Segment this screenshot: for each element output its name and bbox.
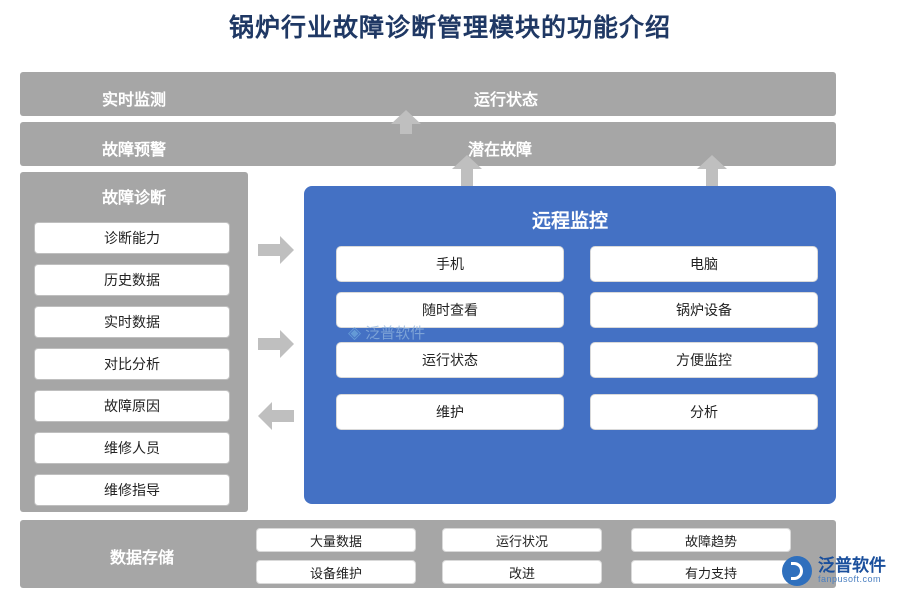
arrow-stem xyxy=(461,168,473,188)
left-item-realtime-data[interactable]: 实时数据 xyxy=(34,306,230,338)
arrow-left-remote-to-diagnosis xyxy=(258,402,294,430)
left-item-maintenance-staff[interactable]: 维修人员 xyxy=(34,432,230,464)
arrow-head-right-icon xyxy=(280,330,294,358)
bottom-item-equipment-maintenance[interactable]: 设备维护 xyxy=(256,560,416,584)
brand-logo-icon xyxy=(782,556,812,586)
blue-item-phone[interactable]: 手机 xyxy=(336,246,564,282)
page-title: 锅炉行业故障诊断管理模块的功能介绍 xyxy=(228,14,671,42)
bottom-item-fault-trend[interactable]: 故障趋势 xyxy=(631,528,791,552)
bottom-item-massive-data[interactable]: 大量数据 xyxy=(256,528,416,552)
arrow-up-remote-to-warning xyxy=(452,155,482,188)
bottom-item-running-condition[interactable]: 运行状况 xyxy=(442,528,602,552)
bar-realtime-monitoring-label: 实时监测 xyxy=(102,92,167,109)
bottom-item-improvement[interactable]: 改进 xyxy=(442,560,602,584)
arrow-head-left-icon xyxy=(258,402,272,430)
blue-item-convenient-monitoring[interactable]: 方便监控 xyxy=(590,342,818,378)
panel-fault-diagnosis-title: 故障诊断 xyxy=(101,190,166,207)
arrow-head-up-icon xyxy=(697,155,727,169)
bar-fault-warning-label: 故障预警 xyxy=(102,142,167,159)
arrow-head-up-icon xyxy=(391,110,421,124)
brand-logo-text: 泛普软件 fanpusoft.com xyxy=(818,555,886,586)
blue-item-anytime-view[interactable]: 随时查看 xyxy=(336,292,564,328)
panel-remote-monitoring-title: 远程监控 xyxy=(531,211,608,232)
bottom-item-strong-support[interactable]: 有力支持 xyxy=(631,560,791,584)
arrow-head-right-icon xyxy=(280,236,294,264)
arrow-up-warning-to-monitoring xyxy=(391,110,421,134)
panel-data-storage-title: 数据存储 xyxy=(109,550,174,567)
brand-logo-name: 泛普软件 xyxy=(818,555,886,575)
left-item-fault-cause[interactable]: 故障原因 xyxy=(34,390,230,422)
left-item-maintenance-guidance[interactable]: 维修指导 xyxy=(34,474,230,506)
blue-item-computer[interactable]: 电脑 xyxy=(590,246,818,282)
brand-logo-sub: fanpusoft.com xyxy=(818,574,882,585)
blue-item-running-status[interactable]: 运行状态 xyxy=(336,342,564,378)
blue-item-boiler-equipment[interactable]: 锅炉设备 xyxy=(590,292,818,328)
arrow-stem xyxy=(258,338,282,350)
left-item-historical-data[interactable]: 历史数据 xyxy=(34,264,230,296)
bar-realtime-monitoring: 实时监测 运行状态 xyxy=(20,72,836,116)
left-item-diagnosis-capability[interactable]: 诊断能力 xyxy=(34,222,230,254)
arrow-right-diagnosis-to-remote-top xyxy=(258,236,294,264)
arrow-right-diagnosis-to-remote-bottom xyxy=(258,330,294,358)
bar-running-status-label: 运行状态 xyxy=(474,92,539,109)
bar-fault-warning: 故障预警 潜在故障 xyxy=(20,122,836,166)
arrow-stem xyxy=(270,410,294,422)
arrow-up-remote-right-to-warning xyxy=(697,155,727,188)
arrow-stem xyxy=(258,244,282,256)
bar-potential-fault-label: 潜在故障 xyxy=(468,142,533,159)
arrow-stem xyxy=(706,168,718,188)
left-item-comparison-analysis[interactable]: 对比分析 xyxy=(34,348,230,380)
blue-item-analysis[interactable]: 分析 xyxy=(590,394,818,430)
arrow-head-up-icon xyxy=(452,155,482,169)
blue-item-maintenance[interactable]: 维护 xyxy=(336,394,564,430)
panel-remote-monitoring: 远程监控 手机 随时查看 运行状态 维护 电脑 锅炉设备 方便监控 分析 xyxy=(304,186,836,504)
brand-logo: 泛普软件 fanpusoft.com xyxy=(782,556,886,586)
panel-fault-diagnosis: 故障诊断 诊断能力 历史数据 实时数据 对比分析 故障原因 维修人员 维修指导 xyxy=(20,172,248,512)
arrow-stem xyxy=(400,123,412,134)
panel-data-storage: 数据存储 大量数据 运行状况 故障趋势 设备维护 改进 有力支持 xyxy=(20,520,836,588)
